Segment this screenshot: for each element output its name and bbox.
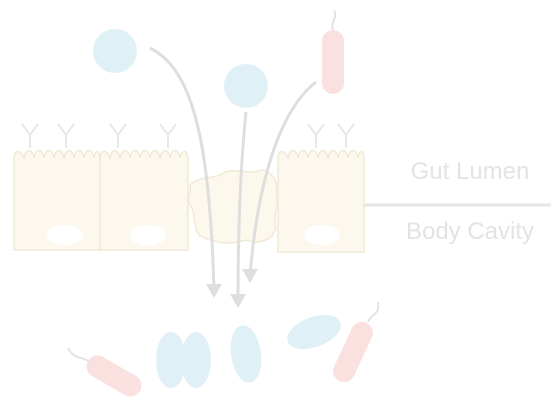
food-particle-icon [224,64,268,108]
food-particle-icon [227,323,265,385]
receptor-icon [110,124,126,148]
epithelial-cell [278,124,364,252]
receptor-icon [160,124,176,148]
epithelial-cell-layer [14,124,364,252]
receptor-icon [22,124,38,148]
receptor-icon [58,124,74,148]
cell-nucleus [130,225,166,245]
food-particle-icon [181,332,211,388]
epithelial-cell [100,124,188,250]
receptor-icon [308,124,324,148]
cell-nucleus [304,225,340,245]
bacterium-icon [330,302,379,386]
bacterium-icon [68,348,145,401]
epithelial-cell [14,124,100,250]
food-particle-icon [283,308,346,355]
body-cavity-label: Body Cavity [406,218,534,245]
bacterium-icon [322,10,344,94]
food-particle-icon [93,29,137,73]
gut-lumen-label: Gut Lumen [411,158,530,185]
cell-nucleus [47,225,83,245]
receptor-icon [338,124,354,148]
